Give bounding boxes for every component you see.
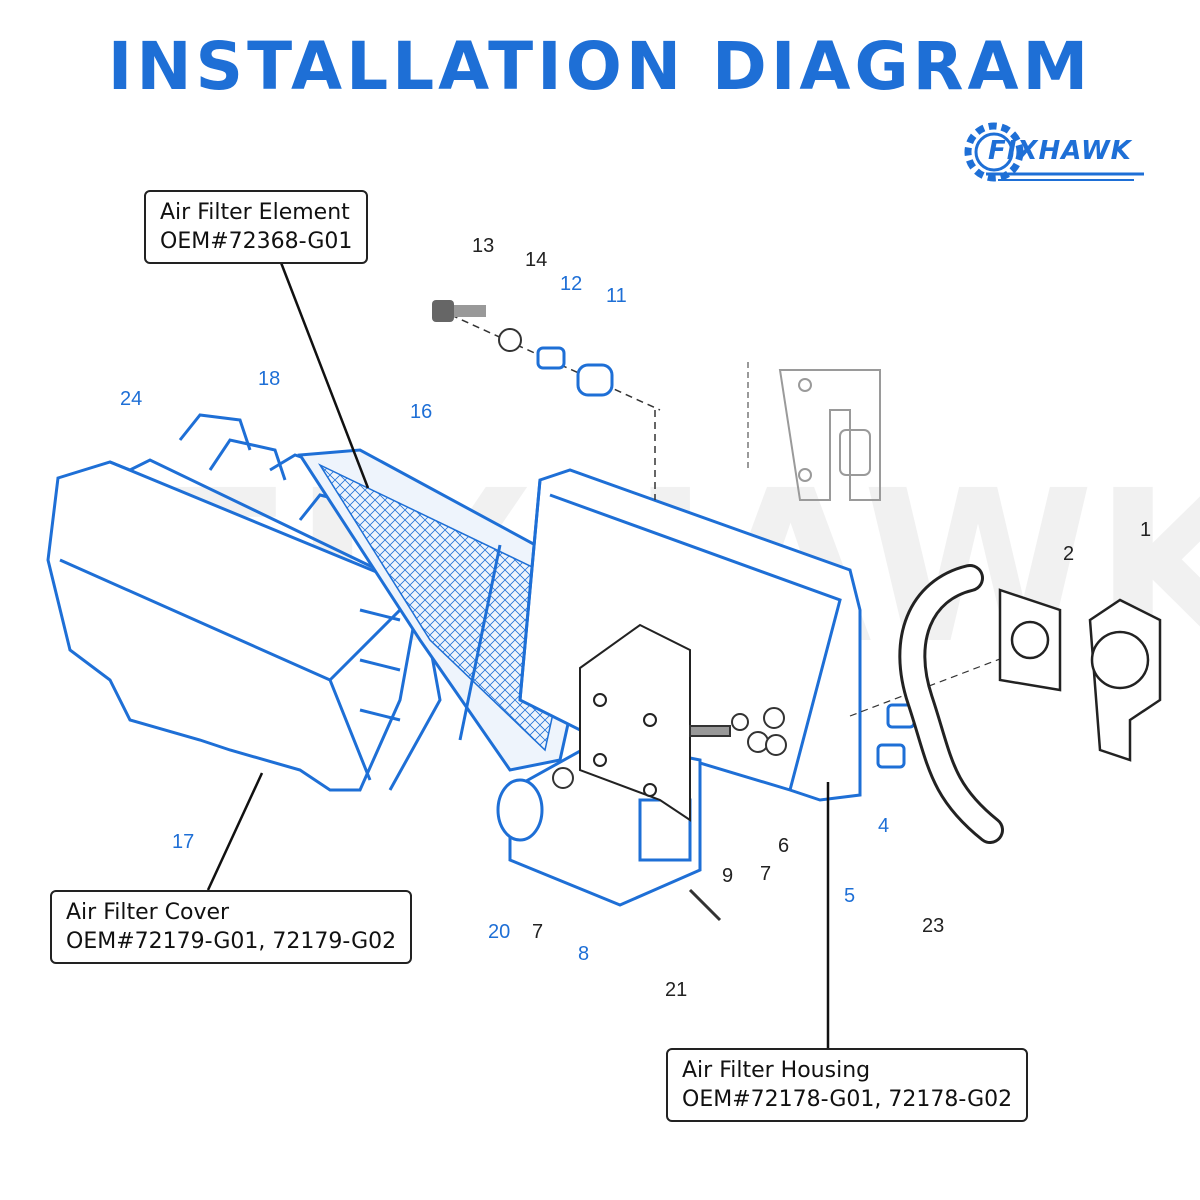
callout-air-filter-cover: Air Filter Cover OEM#72179-G01, 72179-G0… — [50, 890, 413, 964]
part-labels: 13 14 12 11 18 24 16 17 1 2 4 5 6 7 9 7 … — [120, 235, 1151, 1001]
part-20: 20 — [488, 921, 510, 943]
part-14: 14 — [525, 249, 547, 271]
part-13: 13 — [472, 235, 494, 257]
leader-lines — [206, 259, 830, 1048]
part-18: 18 — [258, 368, 280, 390]
mounting-bracket — [747, 362, 881, 501]
page-title: INSTALLATION DIAGRAM — [107, 28, 1093, 105]
air-filter-cover — [46, 458, 442, 792]
part-23: 23 — [922, 915, 944, 937]
callout-cover-name: Air Filter Cover — [66, 900, 230, 925]
callout-air-filter-element: Air Filter Element OEM#72368-G01 — [144, 190, 369, 264]
part-4: 4 — [878, 815, 889, 837]
callout-element-oem: OEM#72368-G01 — [160, 229, 353, 254]
gasket-and-bracket — [998, 588, 1162, 762]
part-2: 2 — [1063, 543, 1074, 565]
callout-housing-name: Air Filter Housing — [682, 1058, 871, 1083]
part-7-left: 7 — [532, 921, 543, 943]
mounting-plate — [579, 623, 691, 822]
part-8: 8 — [578, 943, 589, 965]
hardware-top — [432, 300, 661, 500]
part-1: 1 — [1140, 519, 1151, 541]
callout-element-name: Air Filter Element — [160, 200, 350, 225]
callout-housing-oem: OEM#72178-G01, 72178-G02 — [682, 1087, 1013, 1112]
part-16: 16 — [410, 401, 432, 423]
part-21: 21 — [665, 979, 687, 1001]
spacers — [849, 639, 1051, 769]
part-11: 11 — [606, 285, 627, 307]
part-17: 17 — [172, 831, 194, 853]
fixhawk-logo: FIXHAWK — [958, 118, 1148, 198]
part-7-right: 7 — [760, 863, 771, 885]
part-5: 5 — [844, 885, 855, 907]
hardware-side — [552, 707, 787, 922]
callout-cover-oem: OEM#72179-G01, 72179-G02 — [66, 929, 397, 954]
callout-air-filter-housing: Air Filter Housing OEM#72178-G01, 72178-… — [666, 1048, 1029, 1122]
gear-icon — [964, 122, 1144, 182]
part-9: 9 — [722, 865, 733, 887]
part-12: 12 — [560, 273, 582, 295]
part-24: 24 — [120, 388, 142, 410]
logo-text: FIXHAWK — [988, 136, 1132, 166]
part-6: 6 — [778, 835, 789, 857]
